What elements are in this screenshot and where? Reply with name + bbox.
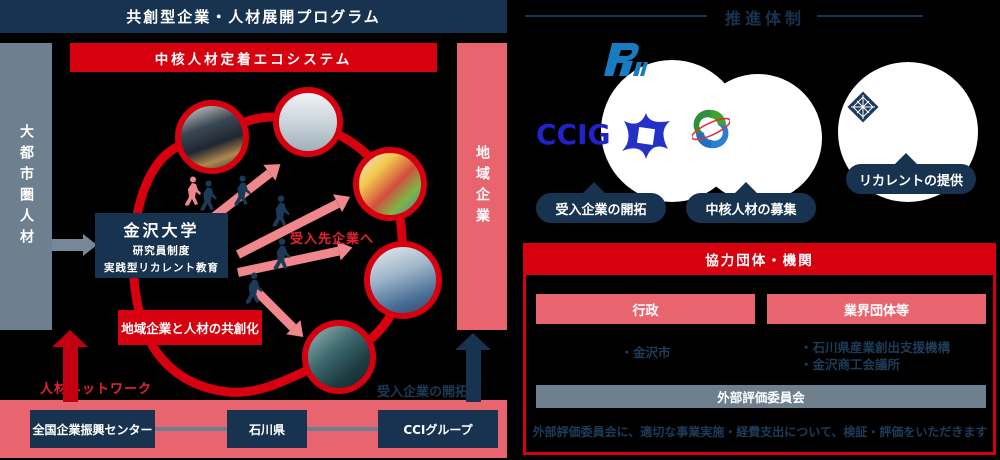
external-committee-bar: 外部評価委員会 <box>536 385 986 408</box>
metropolitan-talent-bar: 大都市圏人材 <box>0 43 52 330</box>
evaluation-caption: 外部評価委員会に、適切な事業実施・経費支出について、検証・評価をいただきます <box>532 425 988 439</box>
partner-box-ishikawa: 石川県 <box>227 410 307 448</box>
university-box-line1: 研究員制度 <box>132 244 191 257</box>
ccig-logo-text: CCIG <box>536 118 611 151</box>
person-icon <box>234 175 251 206</box>
bubble-pointer <box>734 182 758 194</box>
photo-workshop <box>353 147 427 221</box>
entry-arrow <box>52 234 97 256</box>
red-up-arrow-head <box>52 330 88 347</box>
ccig-star-icon <box>622 113 670 159</box>
to-host-company-label: 受入先企業へ <box>290 232 375 247</box>
cocreation-box: 地域企業と人材の共創化 <box>118 310 262 345</box>
industry-item-cci: ・金沢商工会議所 <box>800 357 901 372</box>
partner-box-zenkoku: 全国企業振興センター <box>30 410 155 448</box>
photo-engineer <box>364 241 442 319</box>
cooperation-title: 協力団体・機関 <box>523 243 996 275</box>
red-up-arrow <box>63 346 78 402</box>
program-title: 共創型企業・人材展開プログラム <box>0 0 507 33</box>
ikoc-mark-icon <box>692 109 730 149</box>
bubble-talent-recruiting: 中核人材の募集 <box>686 193 816 223</box>
kanazawa-university-box: 金沢大学 研究員制度 実践型リカレント教育 <box>95 213 228 278</box>
promotion-panel: 推進体制 石川県 IshikawaPrefecture CCIG IKOC 協同… <box>507 0 1000 460</box>
bubble-pointer <box>582 182 606 194</box>
ikoc-circle <box>694 74 822 202</box>
partner-box-ccig: CCIグループ <box>378 410 498 448</box>
person-icon <box>200 180 217 211</box>
program-panel: 共創型企業・人材展開プログラム 中核人材定着エコシステム 大都市圏人材 地域企業… <box>0 0 507 460</box>
regional-company-bar: 地域企業 <box>457 43 507 330</box>
person-icon <box>185 176 201 206</box>
develop-host-label: 受入企業の開拓 <box>377 385 469 400</box>
person-icon <box>245 272 263 304</box>
university-box-title: 金沢大学 <box>123 220 200 240</box>
kanazawa-seal-icon <box>847 91 879 123</box>
gov-item-kanazawa-city: ・金沢市 <box>620 345 671 360</box>
bubble-recurrent: リカレントの提供 <box>846 164 976 194</box>
bubble-pointer <box>894 153 918 165</box>
photo-factory <box>273 87 343 157</box>
person-icon <box>273 238 291 270</box>
title-line-left <box>525 15 707 17</box>
navy-up-arrow-head <box>455 333 491 350</box>
bubble-host-development: 受入企業の開拓 <box>536 193 666 223</box>
ishikawa-logo-icon <box>604 43 648 76</box>
promotion-title: 推進体制 <box>724 9 805 28</box>
ecosystem-banner: 中核人材定着エコシステム <box>70 43 437 72</box>
navy-up-arrow <box>466 349 481 402</box>
talent-network-label: 人材ネットワーク <box>40 382 153 397</box>
photo-office <box>175 100 249 174</box>
university-box-line2: 実践型リカレント教育 <box>104 261 219 274</box>
title-line-right <box>817 15 923 17</box>
industry-header: 業界団体等 <box>767 294 986 324</box>
industry-item-isico: ・石川県産業創出支援機構 <box>800 340 951 355</box>
photo-construction <box>302 320 376 394</box>
gov-header: 行政 <box>536 294 755 324</box>
person-icon <box>272 195 290 227</box>
